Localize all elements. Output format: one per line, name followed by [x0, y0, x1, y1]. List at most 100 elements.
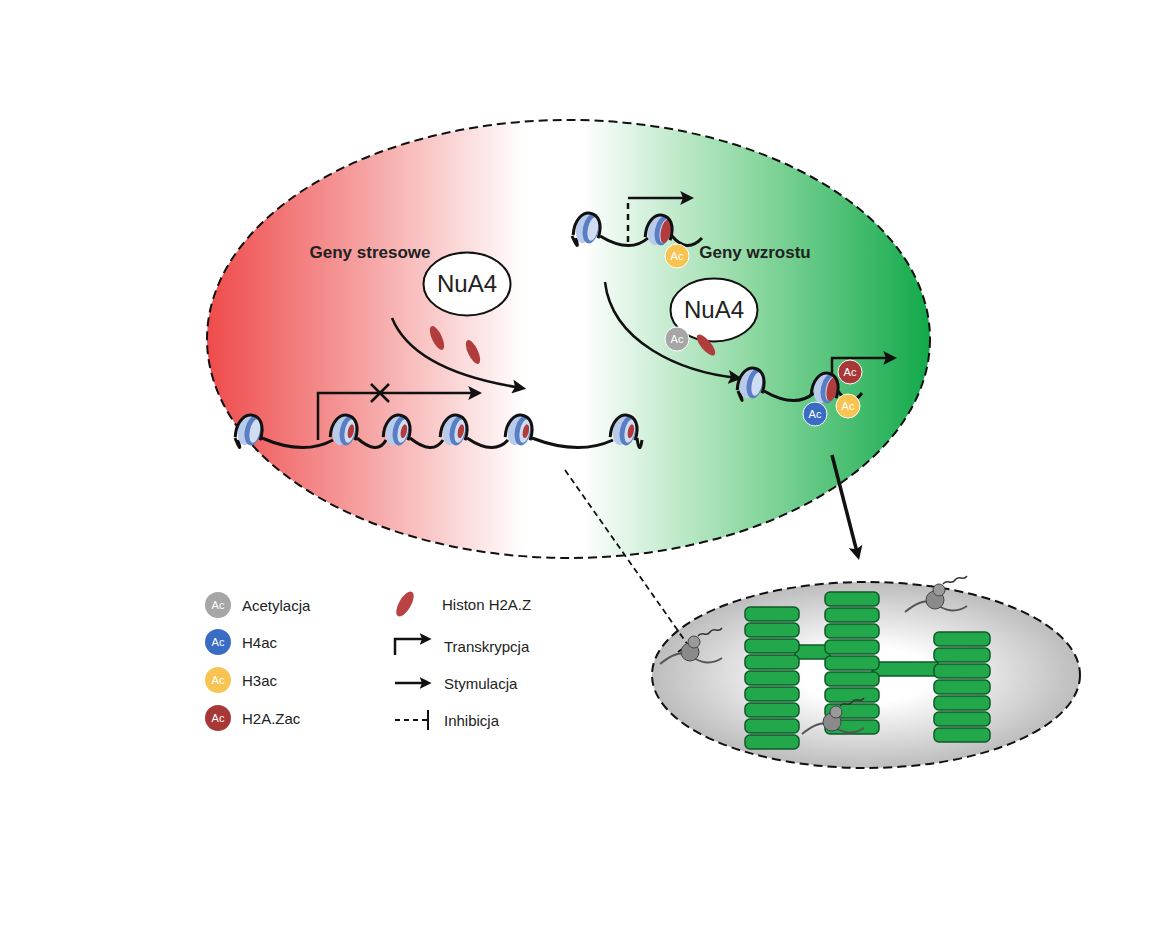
ribosome-disc [745, 607, 799, 621]
h2az-histone [521, 424, 530, 439]
h2az-histone [456, 424, 465, 439]
peptide-chain [943, 576, 967, 584]
histone-core [580, 212, 602, 245]
nucleosome [571, 210, 603, 247]
ribosome-disc [825, 592, 879, 606]
acetyl-label: Ac [844, 367, 857, 378]
ribosome-disc [745, 623, 799, 637]
cell-region: Geny stresoweGeny wzrostuNuA4NuA4 [205, 118, 932, 560]
legend-swatch-oval [393, 589, 417, 619]
complex-name: NuA4 [684, 296, 744, 324]
ribosome-subunit [823, 713, 841, 731]
nucleosome [233, 412, 265, 449]
transcription-arrow-weak [627, 198, 630, 242]
histone-core [248, 418, 263, 444]
ribosome-disc [745, 735, 799, 749]
acetyl-label: Ac [212, 637, 225, 648]
nucleosome [503, 412, 535, 449]
h2az-histone [399, 424, 408, 439]
ribosome-small [905, 576, 967, 612]
ribosome-disc [825, 720, 879, 734]
histone-core [658, 218, 673, 244]
acetyl-label: Ac [671, 251, 684, 262]
histone-core [447, 414, 469, 447]
acetyl-label: Ac [809, 409, 822, 420]
h2az-histone [463, 338, 483, 366]
nucleosome [735, 365, 767, 402]
ribosome-disc [934, 712, 990, 726]
ribosome-small [660, 628, 722, 664]
h2az-histone [824, 376, 839, 402]
acetyl-mark [803, 402, 827, 426]
histone-core [737, 365, 761, 400]
ribosome-bridge [795, 645, 830, 659]
inhibition-bar [678, 638, 698, 652]
mrna-strand [660, 654, 722, 664]
acetyl-mark [836, 394, 860, 418]
cytoplasm-ellipse [652, 582, 1080, 768]
region-ellipse [207, 120, 930, 558]
legend-stimulation [395, 682, 428, 685]
acetyl-mark [665, 244, 689, 268]
complex-outline [671, 279, 758, 342]
mrna-strand [905, 602, 967, 612]
histone-core [453, 418, 468, 444]
histone-core [617, 414, 639, 447]
legend-text: Transkrypcja [444, 639, 529, 654]
histone-core [586, 216, 601, 242]
histone-core [396, 418, 411, 444]
h2az-histone [427, 324, 447, 352]
acetyl-label: Ac [671, 334, 684, 345]
ribosome-subunit [681, 643, 699, 661]
region-heading: Geny stresowe [310, 243, 431, 263]
mrna-strand [802, 724, 864, 734]
ribosome-disc [934, 680, 990, 694]
histone-core [337, 414, 359, 447]
legend-transcription [395, 639, 428, 655]
dna-wrap [383, 412, 413, 442]
histone-core [235, 412, 259, 447]
ribosome-subunit [688, 636, 700, 648]
legend-text: Histon H2A.Z [442, 597, 531, 612]
histone-core [811, 370, 835, 405]
legend-line-sample [390, 631, 440, 661]
histone-core [744, 367, 766, 400]
dna-wrap [235, 412, 265, 442]
h2az-histone [694, 332, 718, 358]
dna-wrap [330, 412, 360, 442]
complex-name: NuA4 [437, 270, 497, 298]
ribosome-disc [934, 728, 990, 742]
ribosome-disc [934, 696, 990, 710]
legend-text: Inhibicja [444, 713, 499, 728]
histone-core [440, 412, 464, 447]
nucleosome [809, 370, 841, 407]
histone-core [330, 412, 354, 447]
histone-core [818, 372, 840, 405]
dna-strand [235, 438, 642, 448]
histone-core [573, 210, 597, 245]
ribosome-disc [825, 704, 879, 718]
region-heading: Geny wzrostu [699, 243, 810, 263]
dna-wrap [573, 210, 603, 240]
ribosome-subunit [830, 706, 842, 718]
transcription-arrow-weak [628, 197, 690, 200]
acetyl-label: Ac [212, 600, 225, 611]
stimulation-arrow [605, 282, 738, 378]
histone-core [518, 418, 533, 444]
histone-core [623, 418, 638, 444]
transcription-arrow [832, 358, 893, 376]
dna-wrap [737, 365, 767, 395]
h2az-histone [626, 424, 635, 439]
dna-wrap [645, 212, 675, 242]
h2az-histone [658, 218, 673, 244]
dna-strand [572, 236, 702, 246]
ribosome-disc [745, 639, 799, 653]
ribosome-disc [934, 632, 990, 646]
histone-core [505, 412, 529, 447]
acetyl-mark [838, 360, 862, 384]
nucleosome [381, 412, 413, 449]
